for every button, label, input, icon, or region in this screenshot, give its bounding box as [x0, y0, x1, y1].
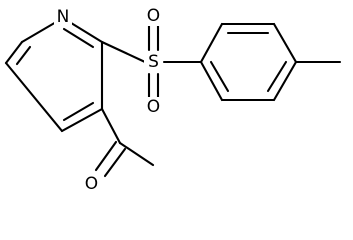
bond-t6-t1 [199, 60, 224, 102]
double-bond-inner-c5-c6 [15, 45, 32, 66]
carbonyl-oxygen-label: O [85, 174, 98, 194]
double-bond-inner-t6-t1 [209, 60, 230, 93]
label-bg-s [144, 52, 163, 72]
atom-labels: N S O O O [54, 6, 163, 194]
bond-c5-c6 [4, 40, 24, 65]
bond-t4-t5 [272, 60, 298, 102]
bond-c2-s [100, 40, 147, 64]
pyridine-nitrogen-label: N [57, 7, 70, 27]
sulfonyl-oxygen-bottom-label: O [147, 97, 160, 117]
pyridine-ring [4, 16, 104, 133]
double-bond-inner-t4-t5 [266, 60, 288, 93]
sulfonyl-sulfur-label: S [148, 52, 159, 72]
toluene-ring [199, 22, 342, 102]
double-bond-inner-n-c2 [62, 27, 95, 49]
double-bond-carbonyl-b [103, 147, 127, 178]
bond-t3-t4 [272, 22, 298, 64]
label-bg-o-bottom [144, 97, 163, 117]
bond-c3-c4 [60, 107, 104, 133]
bond-c4-c5 [4, 61, 64, 133]
bond-carbonyl-methyl [118, 141, 155, 167]
acetyl-group [94, 107, 155, 178]
bond-ring-carbonyl [100, 107, 122, 145]
bond-t1-t2 [199, 22, 224, 64]
label-bg-n [54, 7, 72, 27]
chemical-structure-diagram: N S O O O [4, 6, 342, 194]
double-bond-carbonyl-a [94, 140, 118, 172]
label-bg-o-top [144, 6, 163, 26]
double-bond-inner-c3-c4 [62, 101, 95, 122]
sulfonyl-oxygen-top-label: O [147, 6, 160, 26]
label-bg-o-carbonyl [82, 174, 101, 194]
sulfonyl-bridge [100, 24, 203, 99]
